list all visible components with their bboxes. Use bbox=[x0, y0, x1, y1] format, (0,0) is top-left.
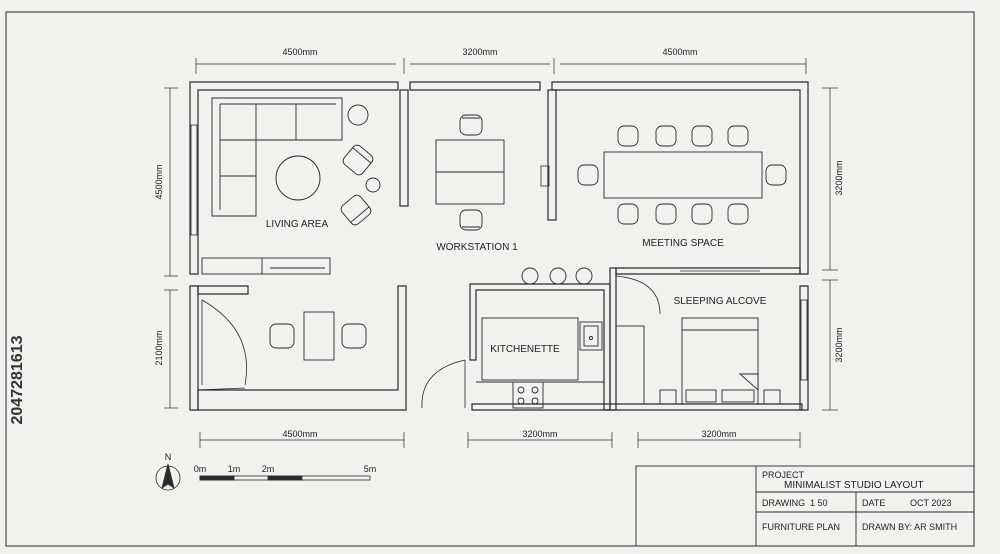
wardrobe bbox=[615, 325, 645, 405]
armchair-2 bbox=[340, 194, 372, 226]
dim-top-right: 4500mm bbox=[662, 47, 697, 57]
title-drawing-scale: 1 50 bbox=[810, 498, 828, 508]
title-date-value: OCT 2023 bbox=[910, 498, 951, 508]
scale-bar bbox=[199, 475, 371, 481]
meeting-chairs bbox=[577, 125, 787, 225]
dim-top-left: 4500mm bbox=[282, 47, 317, 57]
room-label-workstation: WORKSTATION 1 bbox=[436, 242, 518, 253]
sink bbox=[579, 321, 603, 351]
dim-left-upper: 4500mm bbox=[154, 164, 164, 199]
scale-label-1: 1m bbox=[228, 464, 241, 474]
title-date-label: DATE bbox=[862, 498, 885, 508]
dim-left-lower: 2100mm bbox=[154, 330, 164, 365]
dim-top-mid: 3200mm bbox=[462, 47, 497, 57]
scale-label-2: 2m bbox=[262, 464, 275, 474]
room-label-kitchen: KITCHENETTE bbox=[490, 344, 560, 355]
dining-chair-right bbox=[341, 323, 367, 349]
dim-right-lower: 3200mm bbox=[834, 327, 844, 362]
title-drawing-label: DRAWING bbox=[762, 498, 805, 508]
nightstand-left bbox=[659, 389, 677, 405]
bed bbox=[681, 317, 759, 405]
dimension-lines bbox=[164, 58, 838, 448]
dim-bottom-mid: 3200mm bbox=[522, 429, 557, 439]
workstation-chair-top bbox=[459, 114, 483, 136]
sofa bbox=[211, 97, 343, 217]
workstation-chair-bottom bbox=[459, 209, 483, 231]
title-drawn-by: DRAWN BY: AR SMITH bbox=[862, 522, 957, 532]
scale-label-0: 0m bbox=[194, 464, 207, 474]
room-label-sleeping: SLEEPING ALCOVE bbox=[674, 296, 767, 307]
dim-bottom-right: 3200mm bbox=[701, 429, 736, 439]
wall-outlet bbox=[540, 165, 550, 187]
room-label-meeting: MEETING SPACE bbox=[642, 238, 724, 249]
bar-stools bbox=[521, 267, 593, 285]
title-plan-type: FURNITURE PLAN bbox=[762, 522, 840, 532]
windows bbox=[190, 124, 808, 381]
title-project-label: PROJECT bbox=[762, 470, 805, 480]
dim-right-upper: 3200mm bbox=[834, 160, 844, 195]
compass-north-label: N bbox=[165, 452, 172, 462]
armchair-1 bbox=[342, 144, 374, 176]
side-stock-id: 2047281613 bbox=[9, 335, 26, 424]
workstation-desk bbox=[435, 139, 505, 205]
room-label-living: LIVING AREA bbox=[266, 219, 329, 230]
side-table-small bbox=[365, 177, 381, 193]
sheet-border bbox=[5, 11, 975, 547]
title-block bbox=[635, 465, 975, 547]
title-project-name: MINIMALIST STUDIO LAYOUT bbox=[784, 480, 924, 491]
coffee-table bbox=[275, 155, 321, 201]
dining-chair-left bbox=[269, 323, 295, 349]
side-table bbox=[347, 104, 369, 126]
dining-table bbox=[303, 311, 335, 361]
doors bbox=[197, 275, 661, 409]
meeting-table bbox=[603, 151, 763, 199]
north-arrow-icon bbox=[155, 463, 181, 491]
tv-unit bbox=[201, 257, 331, 275]
dim-bottom-left: 4500mm bbox=[282, 429, 317, 439]
nightstand-right bbox=[763, 389, 781, 405]
kitchen-island bbox=[481, 317, 579, 381]
scale-label-5: 5m bbox=[364, 464, 377, 474]
